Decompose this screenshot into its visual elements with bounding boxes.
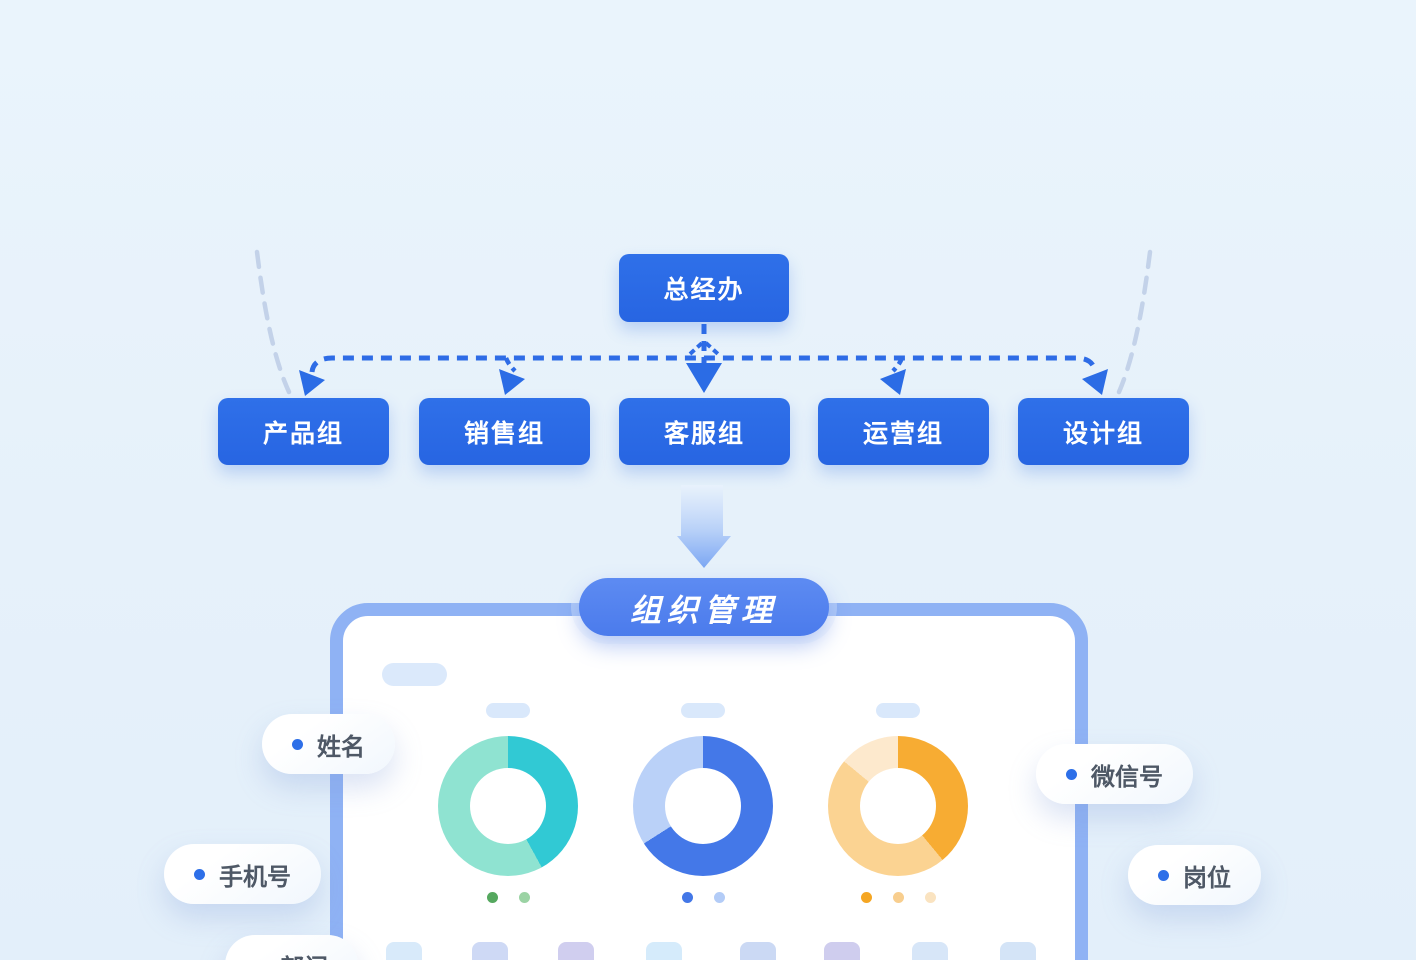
donut-chart-teal [438, 736, 578, 876]
donut-chart-group-1 [438, 703, 578, 903]
skeleton-bar [824, 942, 860, 960]
skeleton-bar [740, 942, 776, 960]
arrowhead-dept-2 [499, 369, 525, 395]
chart-title-placeholder [876, 703, 920, 718]
donut-chart-group-2 [633, 703, 773, 903]
connector-horizontal [309, 355, 1098, 373]
skeleton-bar [912, 942, 948, 960]
legend-dot-icon [713, 891, 725, 903]
field-pill-wechat: 微信号 [1036, 744, 1193, 804]
field-label: 手机号 [219, 863, 291, 891]
bullet-dot-icon [1066, 768, 1077, 780]
legend-dot-icon [892, 891, 904, 903]
org-node-label: 销售组 [463, 419, 545, 448]
field-pill-name: 姓名 [262, 714, 395, 774]
org-node-design: 设计组 [1018, 398, 1189, 465]
field-label: 岗位 [1183, 864, 1231, 892]
arrowhead-dept-3 [686, 363, 722, 393]
connector-fork-chevron [688, 341, 720, 356]
legend-dot-icon [924, 891, 936, 903]
donut-chart-blue [633, 736, 773, 876]
skeleton-bar [558, 942, 594, 960]
arrowhead-dept-1 [299, 370, 325, 396]
org-node-sales: 销售组 [419, 398, 590, 465]
legend-dot-icon [681, 891, 693, 903]
donut-legend [486, 891, 530, 903]
field-label: 姓名 [317, 733, 365, 761]
org-node-product: 产品组 [218, 398, 389, 465]
org-node-label: 客服组 [663, 419, 745, 448]
section-badge: 组织管理 [579, 578, 829, 636]
bullet-dot-icon [292, 738, 303, 750]
donut-legend [860, 891, 936, 903]
chart-title-placeholder [486, 703, 530, 718]
field-label: 部门 [280, 948, 328, 960]
field-pill-department: 部门 [225, 935, 358, 960]
field-pill-position: 岗位 [1128, 845, 1261, 905]
org-node-label: 产品组 [262, 419, 344, 448]
skeleton-title-placeholder [382, 663, 447, 686]
skeleton-bar [646, 942, 682, 960]
decorative-dash-right [1116, 249, 1153, 395]
decorative-dash-left [254, 249, 292, 395]
arrowhead-dept-4 [880, 369, 906, 395]
bullet-dot-icon [1158, 869, 1169, 881]
skeleton-bar [1000, 942, 1036, 960]
down-arrow-graphic [660, 485, 748, 570]
field-pill-phone: 手机号 [164, 844, 321, 904]
chart-title-placeholder [681, 703, 725, 718]
skeleton-bar [472, 942, 508, 960]
connector-branch-stub-left [503, 357, 517, 373]
arrowhead-dept-5 [1082, 369, 1108, 395]
org-node-label: 设计组 [1062, 419, 1144, 448]
legend-dot-icon [486, 891, 498, 903]
skeleton-bar [386, 942, 422, 960]
field-label: 微信号 [1091, 763, 1163, 791]
section-badge-label: 组织管理 [630, 592, 778, 628]
connector-branch-stub-right [891, 357, 905, 373]
org-node-service: 客服组 [619, 398, 790, 465]
org-node-root: 总经办 [619, 254, 789, 322]
org-node-label: 运营组 [862, 419, 944, 448]
org-node-operations: 运营组 [818, 398, 989, 465]
org-node-root-label: 总经办 [663, 276, 745, 304]
legend-dot-icon [860, 891, 872, 903]
donut-chart-group-3 [828, 703, 968, 903]
legend-dot-icon [518, 891, 530, 903]
donut-legend [681, 891, 725, 903]
bullet-dot-icon [194, 868, 205, 880]
donut-chart-orange [828, 736, 968, 876]
